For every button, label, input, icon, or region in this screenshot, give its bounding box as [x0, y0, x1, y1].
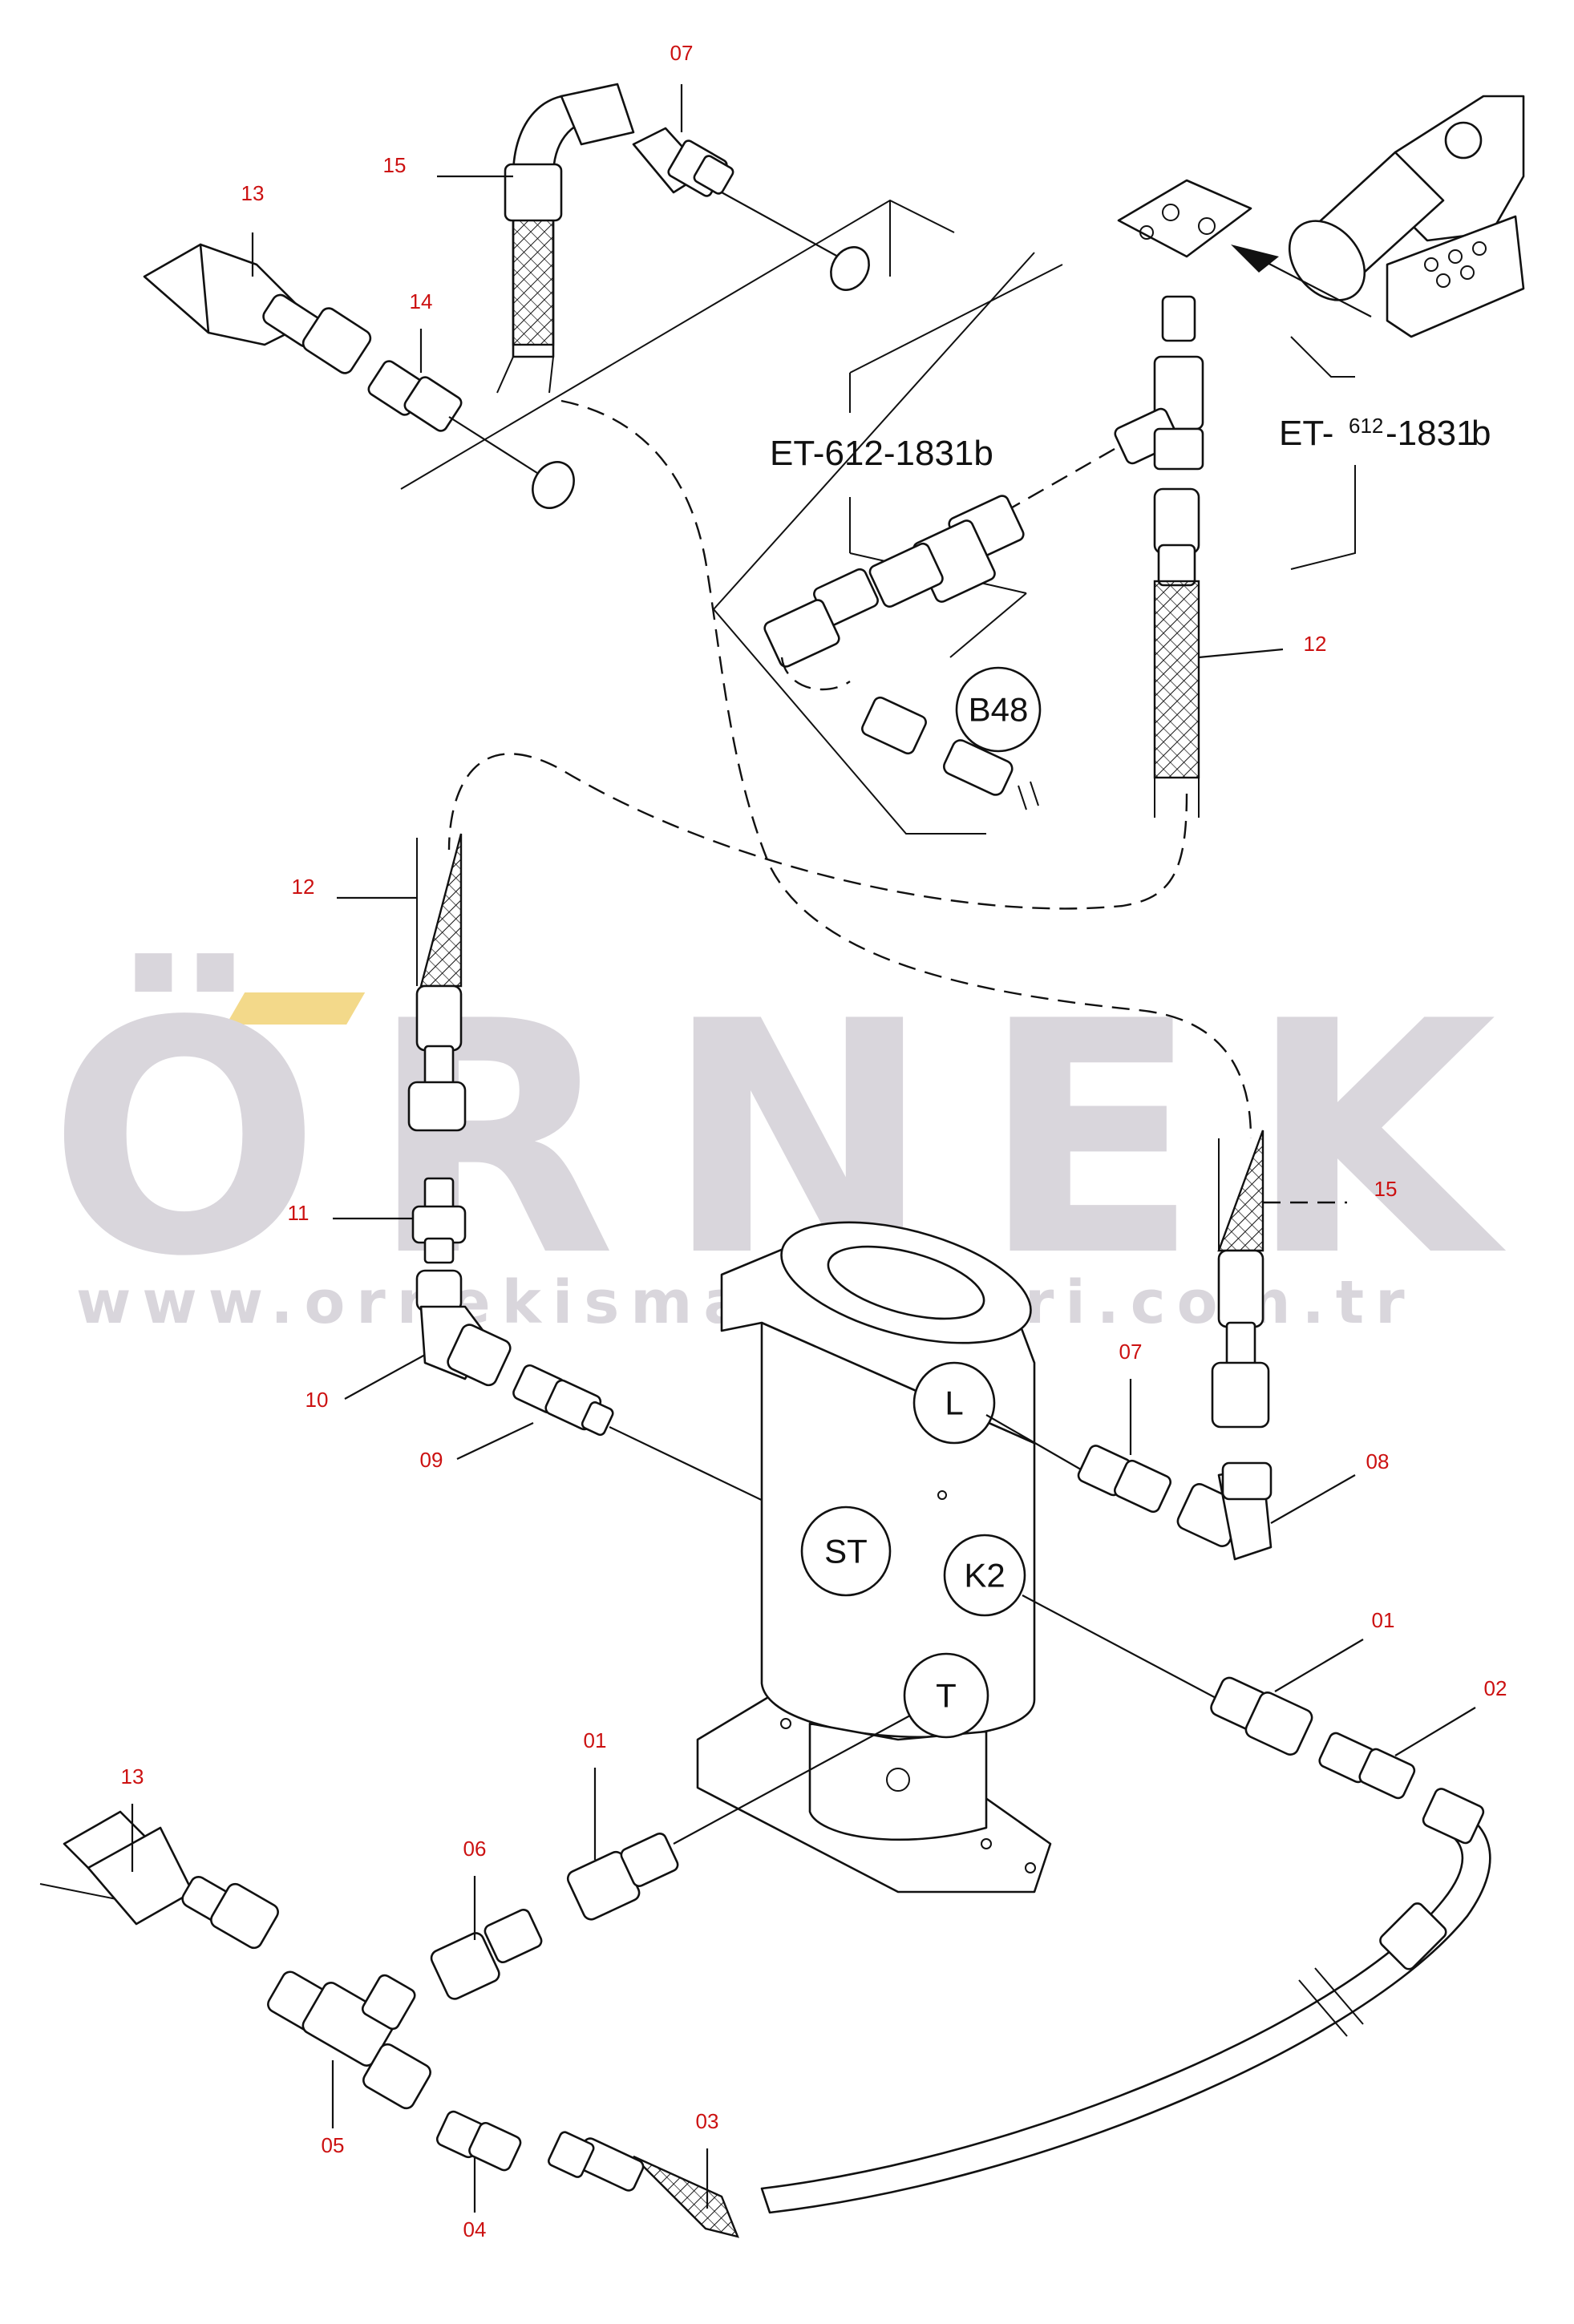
- port-L: L: [912, 1361, 996, 1445]
- reference-right: ET- 612 -1831 b: [1279, 414, 1491, 453]
- top-assembly-frame: [400, 199, 1356, 835]
- svg-text:15: 15: [383, 153, 407, 177]
- o-ring-top-right: [830, 246, 870, 291]
- callout-10: 10: [305, 1354, 426, 1412]
- callout-13-bottom: 13: [121, 1764, 144, 1872]
- hose-15-top: [496, 83, 635, 394]
- port-K2: K2: [943, 1534, 1026, 1617]
- hose-routing-dashed: [447, 399, 1252, 1139]
- svg-text:09: 09: [420, 1448, 443, 1472]
- svg-text:10: 10: [305, 1388, 329, 1412]
- callout-14: 14: [410, 289, 433, 373]
- fitting-01-right: [1210, 1676, 1313, 1756]
- svg-text:13: 13: [241, 181, 265, 205]
- valve-block-top-right: [1288, 95, 1525, 338]
- adapter-14: [367, 360, 463, 432]
- svg-text:08: 08: [1366, 1449, 1390, 1473]
- callout-04: 04: [463, 2156, 487, 2241]
- hose-12-left: [407, 833, 467, 1132]
- svg-text:15: 15: [1374, 1177, 1398, 1201]
- callout-11: 11: [288, 1201, 413, 1225]
- elbow-10: [415, 1269, 512, 1387]
- callout-02: 02: [1394, 1676, 1507, 1756]
- sensor-b48: [861, 696, 1039, 810]
- svg-text:12: 12: [1304, 632, 1327, 656]
- callout-01-right: 01: [1274, 1608, 1395, 1692]
- callout-03: 03: [696, 2109, 719, 2209]
- fitting-06: [430, 1908, 543, 2000]
- hose-03: [548, 1788, 1491, 2238]
- svg-text:ET-: ET-: [1279, 414, 1333, 453]
- port-B48: B48: [955, 666, 1042, 753]
- callout-15-right: 15: [1374, 1177, 1398, 1201]
- svg-text:07: 07: [670, 41, 694, 65]
- callout-07-mid: 07: [1119, 1340, 1143, 1455]
- svg-text:K2: K2: [964, 1557, 1005, 1594]
- svg-text:01: 01: [1372, 1608, 1395, 1632]
- tee-05: [267, 1970, 431, 2110]
- callout-15-top: 15: [383, 153, 513, 178]
- reference-left: ET-612-1831b: [770, 434, 993, 473]
- arrow-pointer: [1231, 245, 1279, 273]
- adapter-07-top: [632, 127, 734, 197]
- svg-text:11: 11: [288, 1201, 310, 1225]
- callout-12-left: 12: [292, 875, 417, 899]
- svg-text:03: 03: [696, 2109, 719, 2133]
- port-ST: ST: [800, 1506, 892, 1597]
- callout-05: 05: [322, 2060, 345, 2157]
- mounting-plate: [1117, 179, 1252, 258]
- svg-text:07: 07: [1119, 1340, 1143, 1364]
- svg-text:T: T: [936, 1677, 957, 1715]
- adapter-02: [1318, 1732, 1416, 1800]
- elbow-08: [1176, 1461, 1273, 1561]
- svg-text:B48: B48: [969, 691, 1029, 729]
- svg-text:612: 612: [1349, 414, 1383, 438]
- callout-07-top: 07: [670, 41, 694, 132]
- svg-text:02: 02: [1484, 1676, 1507, 1700]
- hose-12-right: [1153, 487, 1200, 818]
- callout-13-top: 13: [241, 181, 265, 277]
- tee-assembly-et: [763, 495, 1025, 691]
- adapter-07-mid: [1077, 1445, 1172, 1514]
- adapter-04: [435, 2110, 522, 2172]
- hose-15-right: [1211, 1130, 1270, 1429]
- tee-fitting-vertical: [1114, 295, 1204, 471]
- hose-13-top: [143, 243, 372, 374]
- o-ring-top-left: [532, 461, 575, 509]
- hose-13-bottom: [39, 1810, 279, 1950]
- svg-text:06: 06: [463, 1837, 487, 1861]
- svg-text:01: 01: [584, 1728, 607, 1752]
- svg-text:14: 14: [410, 289, 433, 313]
- watermark-accent-2: [226, 992, 366, 1025]
- svg-text:-1831: -1831: [1386, 414, 1476, 453]
- svg-text:b: b: [1471, 414, 1491, 453]
- svg-text:13: 13: [121, 1764, 144, 1788]
- callout-08: 08: [1270, 1449, 1390, 1524]
- callout-09: 09: [420, 1422, 534, 1472]
- fitting-01-bottom: [566, 1832, 679, 1921]
- svg-text:L: L: [945, 1384, 963, 1422]
- svg-text:ST: ST: [824, 1533, 868, 1570]
- nipple-11: [411, 1177, 467, 1264]
- callout-12-right: 12: [1304, 632, 1327, 656]
- svg-text:05: 05: [322, 2133, 345, 2157]
- svg-text:04: 04: [463, 2217, 487, 2241]
- adapter-09: [512, 1364, 614, 1437]
- svg-text:12: 12: [292, 875, 315, 899]
- callout-06: 06: [463, 1837, 487, 1940]
- port-T: T: [903, 1652, 989, 1739]
- callout-01-mid: 01: [584, 1728, 607, 1860]
